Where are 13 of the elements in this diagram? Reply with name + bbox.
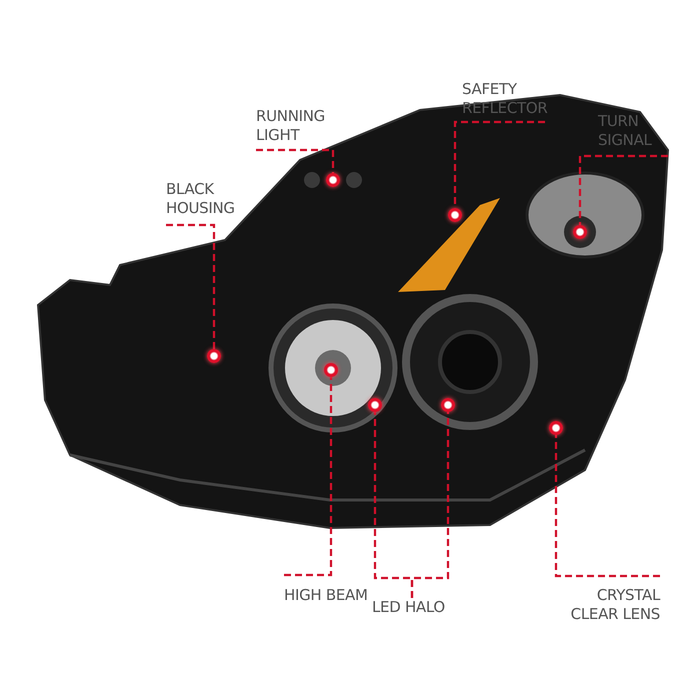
leader-line	[554, 435, 662, 578]
callout-label: TURN SIGNAL	[598, 112, 653, 150]
callout-label: CRYSTAL CLEAR LENS	[570, 586, 660, 624]
callout-label: LED HALO	[372, 598, 446, 617]
leader-line	[578, 154, 670, 225]
callout-label: HIGH BEAM	[284, 586, 369, 605]
leader-line	[164, 224, 216, 349]
leader-line	[282, 377, 332, 576]
callout-label: BLACK HOUSING	[166, 180, 236, 218]
callout-label: RUNNING LIGHT	[256, 107, 326, 145]
leader-line	[254, 148, 334, 173]
leader-line	[410, 412, 450, 598]
callout-label: SAFETY REFLECTOR	[462, 80, 549, 118]
